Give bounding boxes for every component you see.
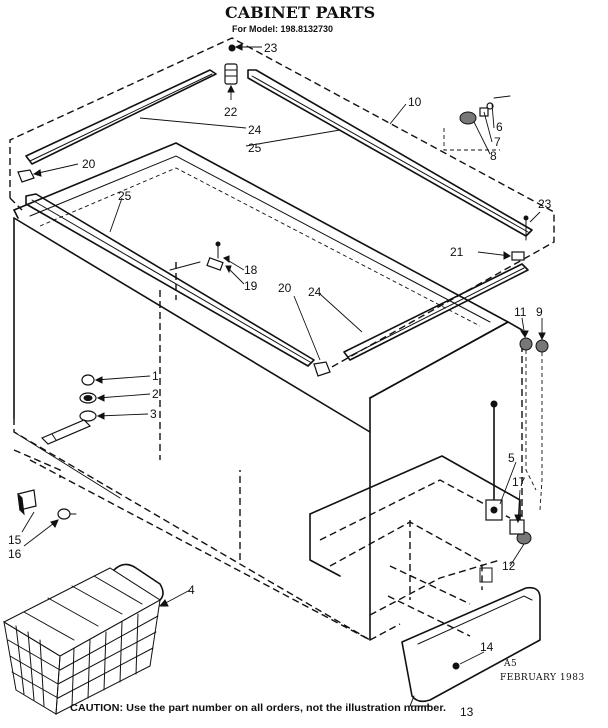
gasket-strip-24-lower [343, 263, 529, 361]
callout-labels: 23 22 24 25 10 6 7 8 20 25 23 21 18 19 2… [8, 41, 552, 719]
callout-23-right: 23 [538, 197, 552, 211]
hinge-22 [224, 63, 238, 100]
drain-gasket-2 [79, 392, 151, 404]
callout-7: 7 [494, 135, 501, 149]
callout-3: 3 [150, 407, 157, 421]
drain-cap-1 [81, 374, 151, 386]
callout-1: 1 [152, 369, 159, 383]
bracket-15 [17, 489, 37, 533]
callout-23-top: 23 [264, 41, 278, 55]
callout-25-upper: 25 [248, 141, 262, 155]
callout-20-lower: 20 [278, 281, 292, 295]
corner-cap-20-lower [293, 295, 331, 377]
callout-2: 2 [152, 387, 159, 401]
callout-6: 6 [496, 120, 503, 134]
callout-19: 19 [244, 279, 258, 293]
screw-23-right [523, 211, 541, 241]
thermostat-rod [485, 400, 517, 521]
drain-plug [479, 567, 493, 583]
latch-18-19 [169, 241, 245, 300]
leader-lines [109, 103, 407, 333]
light-assembly-11-9 [519, 317, 549, 511]
callout-15: 15 [8, 533, 22, 547]
callout-12: 12 [502, 559, 516, 573]
callout-5: 5 [508, 451, 515, 465]
lid-knob-6-7-8 [443, 95, 511, 155]
trim-strip-25-upper [247, 69, 533, 237]
screw-16 [23, 508, 77, 547]
wire-basket-4 [2, 563, 191, 715]
base-panel-13 [401, 586, 541, 707]
model-line: For Model: 198.8132730 [232, 24, 333, 34]
callout-25-lower: 25 [118, 189, 132, 203]
drain-tube [40, 419, 92, 445]
callout-17-lower: 17 [512, 475, 526, 489]
callout-4: 4 [188, 583, 195, 597]
callout-24-lower: 24 [308, 285, 322, 299]
callout-24-upper: 24 [248, 123, 262, 137]
callout-13: 13 [460, 705, 474, 719]
indicator-17-upper [514, 489, 522, 524]
stamp-code: A5 [503, 659, 517, 669]
callout-11: 11 [514, 305, 527, 319]
screw-23-top [228, 43, 262, 52]
machine-compartment [309, 455, 521, 637]
callout-14: 14 [480, 640, 494, 654]
callout-8: 8 [490, 149, 497, 163]
callout-20-upper: 20 [82, 157, 96, 171]
stamp-date: FEBRUARY 1983 [500, 673, 585, 683]
callout-10: 10 [408, 95, 422, 109]
callout-18: 18 [244, 263, 258, 277]
trim-strip-25-lower [25, 193, 315, 367]
diagram-title: CABINET PARTS [225, 3, 375, 22]
corner-hinge-21 [477, 251, 525, 261]
cabinet-body-outline [13, 142, 523, 641]
callout-21: 21 [450, 245, 464, 259]
callout-22: 22 [224, 105, 238, 119]
drain-washer-3 [79, 410, 149, 422]
callout-16: 16 [8, 547, 22, 561]
gasket-strip-24-upper [25, 69, 217, 165]
control-knob-12 [509, 519, 532, 567]
caution-note: CAUTION: Use the part number on all orde… [70, 703, 446, 714]
corner-cap-20-left [17, 163, 79, 183]
screw-14 [452, 651, 485, 670]
callout-9: 9 [536, 305, 543, 319]
